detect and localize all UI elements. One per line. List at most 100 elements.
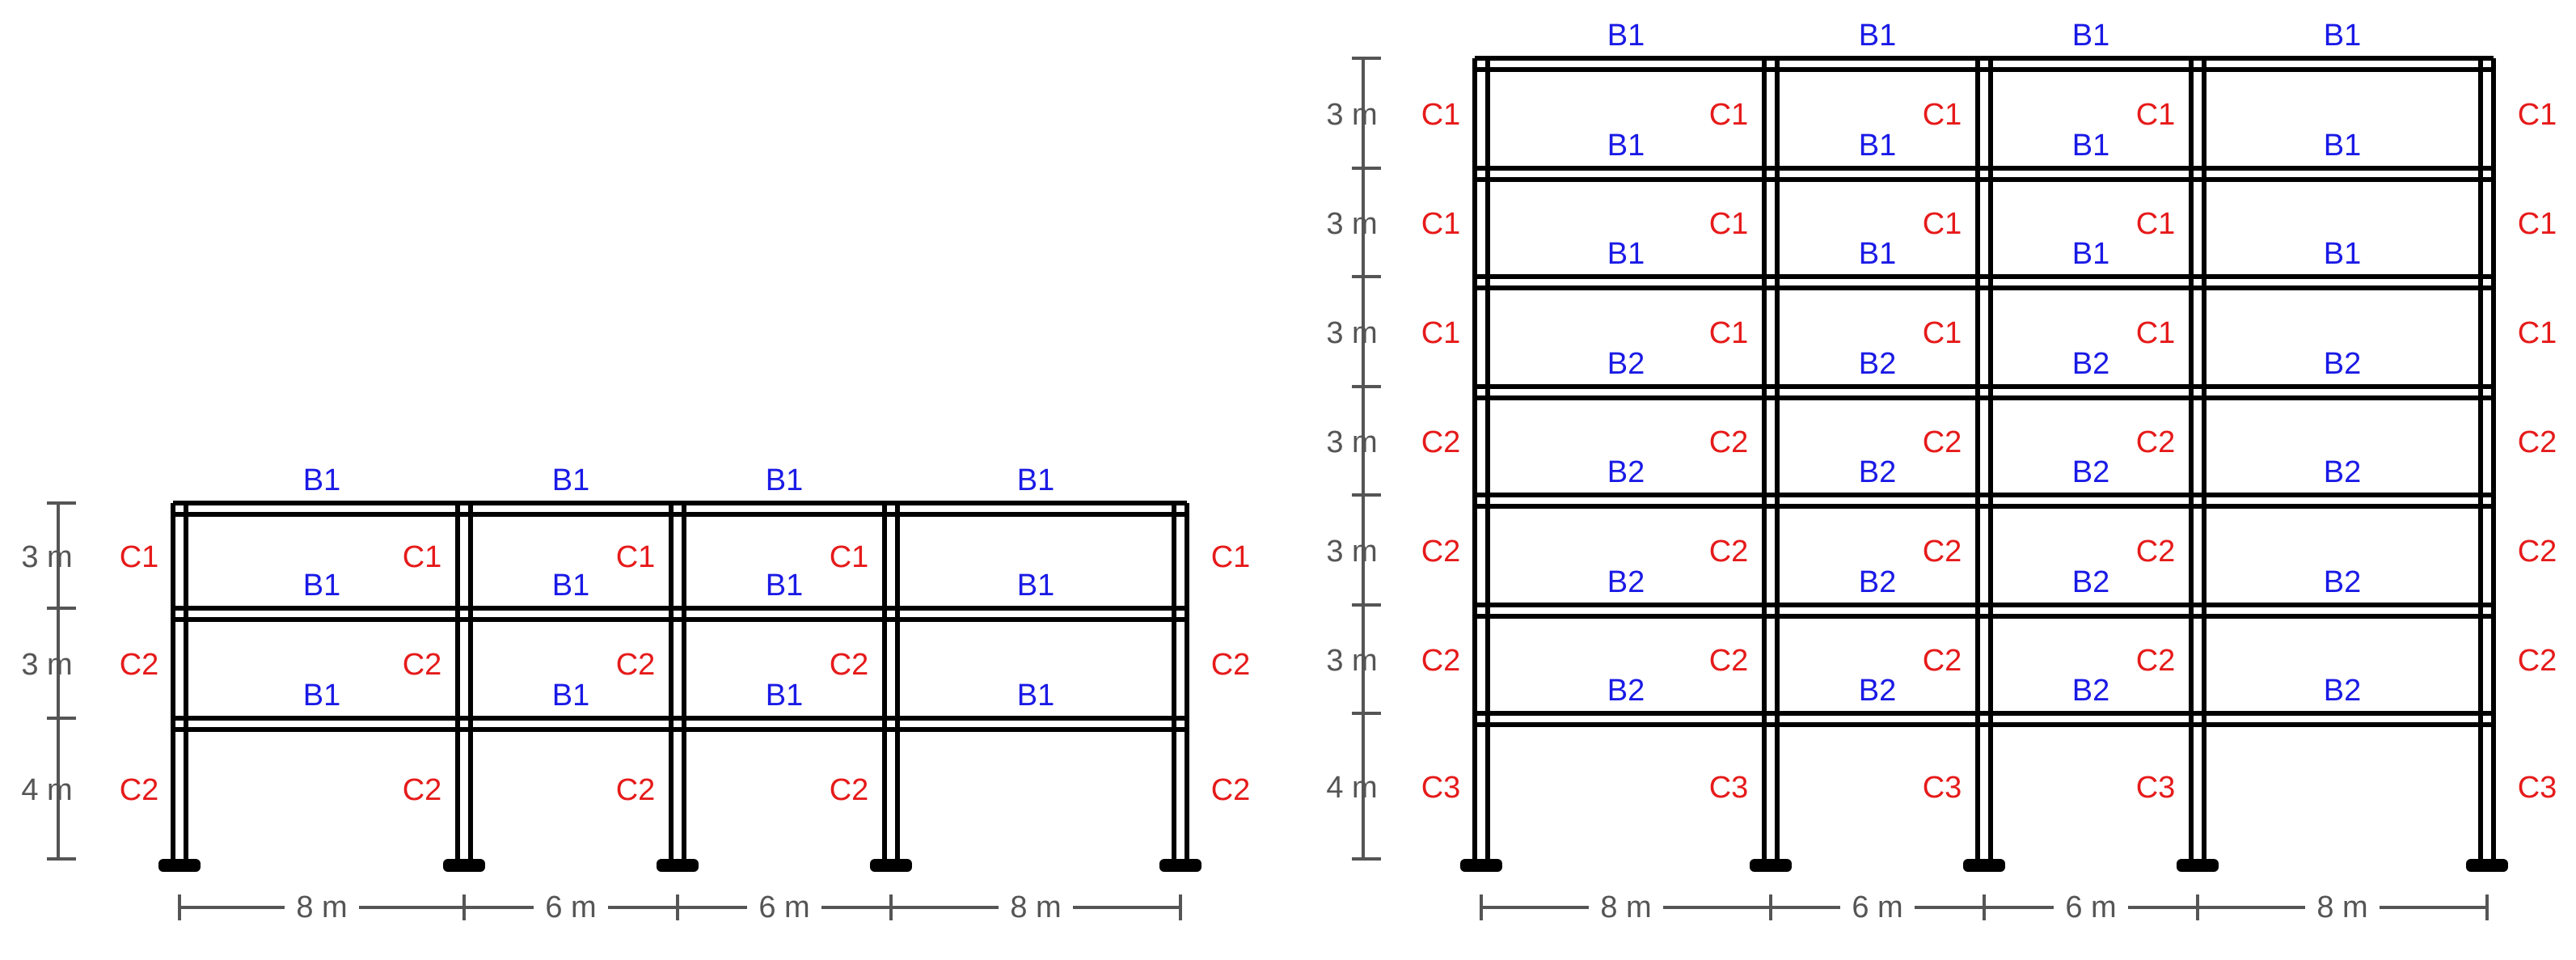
beam-label: B1: [766, 569, 803, 603]
column-label: C2: [1421, 425, 1461, 459]
beam-label: B2: [1607, 565, 1645, 599]
beam-label: B1: [1017, 679, 1054, 713]
beam-label: B1: [1607, 129, 1645, 163]
column-label: C2: [1709, 644, 1749, 678]
beam-label: B2: [2324, 347, 2361, 381]
beam-label: B1: [2324, 237, 2361, 271]
fixed-support-icon: [870, 859, 912, 872]
column-label: C2: [1211, 648, 1251, 682]
storey-height-label: 3 m: [1326, 425, 1377, 459]
column-label: C2: [1709, 425, 1749, 459]
storey-height-label: 3 m: [1326, 316, 1377, 350]
column-label: C2: [1211, 773, 1251, 807]
column-label: C3: [1709, 771, 1749, 805]
beam-label: B2: [2324, 455, 2361, 489]
beam-label: B2: [1859, 674, 1896, 708]
bay-width-label: 6 m: [2065, 890, 2116, 924]
fixed-support-icon: [1460, 859, 1502, 872]
label-backdrop: [2054, 883, 2128, 919]
fixed-support-icon: [657, 859, 699, 872]
column-label: C1: [1923, 207, 1962, 241]
beam-label: B1: [2072, 19, 2109, 53]
column-label: C1: [616, 540, 656, 574]
fixed-support-icon: [2466, 859, 2508, 872]
beam-label: B2: [1607, 674, 1645, 708]
column-label: C1: [2518, 98, 2557, 132]
storey-height-dimension: 3 m3 m3 m3 m3 m3 m4 m: [1326, 57, 1381, 861]
column-label: C1: [1421, 316, 1461, 350]
column-label: C3: [1923, 771, 1962, 805]
beam-label: B1: [2072, 237, 2109, 271]
column-label: C2: [2518, 644, 2557, 678]
beam-label: B2: [2324, 674, 2361, 708]
column-label: C1: [1421, 207, 1461, 241]
column-label: C1: [2518, 207, 2557, 241]
beam-label: B1: [2324, 19, 2361, 53]
column-label: C1: [1709, 207, 1749, 241]
column-label: C2: [1421, 644, 1461, 678]
column-label: C2: [1923, 644, 1962, 678]
beam-label: B1: [552, 463, 589, 497]
storey-height-label: 3 m: [1326, 98, 1377, 132]
column-label: C2: [1421, 535, 1461, 569]
column-label: C1: [2136, 316, 2176, 350]
beam-label: B2: [2072, 455, 2109, 489]
beam-label: B1: [2072, 129, 2109, 163]
column-label: C2: [2136, 535, 2176, 569]
column-label: C2: [403, 773, 442, 807]
column-label: C1: [2136, 98, 2176, 132]
beam-label: B1: [1017, 463, 1054, 497]
storey-height-label: 4 m: [21, 773, 72, 807]
storey-height-label: 3 m: [1326, 535, 1377, 569]
label-backdrop: [747, 883, 821, 919]
bay-width-label: 6 m: [545, 890, 596, 924]
beam-label: B1: [1017, 569, 1054, 603]
column-label: C1: [1709, 316, 1749, 350]
column-label: C1: [830, 540, 869, 574]
beam-label: B2: [2072, 565, 2109, 599]
beam-label: B1: [1859, 19, 1896, 53]
storey-height-label: 3 m: [21, 648, 72, 682]
column-label: C2: [2518, 425, 2557, 459]
storey-height-label: 3 m: [21, 540, 72, 574]
beam-label: B2: [1607, 455, 1645, 489]
column-label: C1: [1421, 98, 1461, 132]
column-label: C2: [1709, 535, 1749, 569]
bay-width-label: 8 m: [2316, 890, 2367, 924]
beam-label: B2: [1607, 347, 1645, 381]
column-label: C2: [616, 648, 656, 682]
column-label: C3: [2136, 771, 2176, 805]
label-backdrop: [999, 883, 1073, 919]
fixed-support-icon: [443, 859, 485, 872]
column-label: C2: [2518, 535, 2557, 569]
column-label: C1: [120, 540, 159, 574]
beam-label: B1: [1859, 129, 1896, 163]
beam-label: B1: [766, 679, 803, 713]
beam-label: B1: [1607, 19, 1645, 53]
beam-label: B2: [2072, 347, 2109, 381]
beam-label: B2: [1859, 347, 1896, 381]
bay-width-label: 6 m: [758, 890, 809, 924]
label-backdrop: [1840, 883, 1915, 919]
beam-label: B2: [1859, 565, 1896, 599]
beam-label: B1: [552, 679, 589, 713]
fixed-support-icon: [158, 859, 201, 872]
fixed-support-icon: [1750, 859, 1792, 872]
column-label: C2: [616, 773, 656, 807]
beam-label: B1: [1607, 237, 1645, 271]
column-label: C1: [403, 540, 442, 574]
bay-width-label: 8 m: [1010, 890, 1061, 924]
column-label: C2: [830, 648, 869, 682]
column-label: C2: [2136, 644, 2176, 678]
beam-label: B1: [1859, 237, 1896, 271]
fixed-support-icon: [2177, 859, 2219, 872]
storey-height-label: 3 m: [1326, 644, 1377, 678]
beam-label: B2: [2072, 674, 2109, 708]
label-backdrop: [534, 883, 608, 919]
label-backdrop: [2305, 883, 2380, 919]
